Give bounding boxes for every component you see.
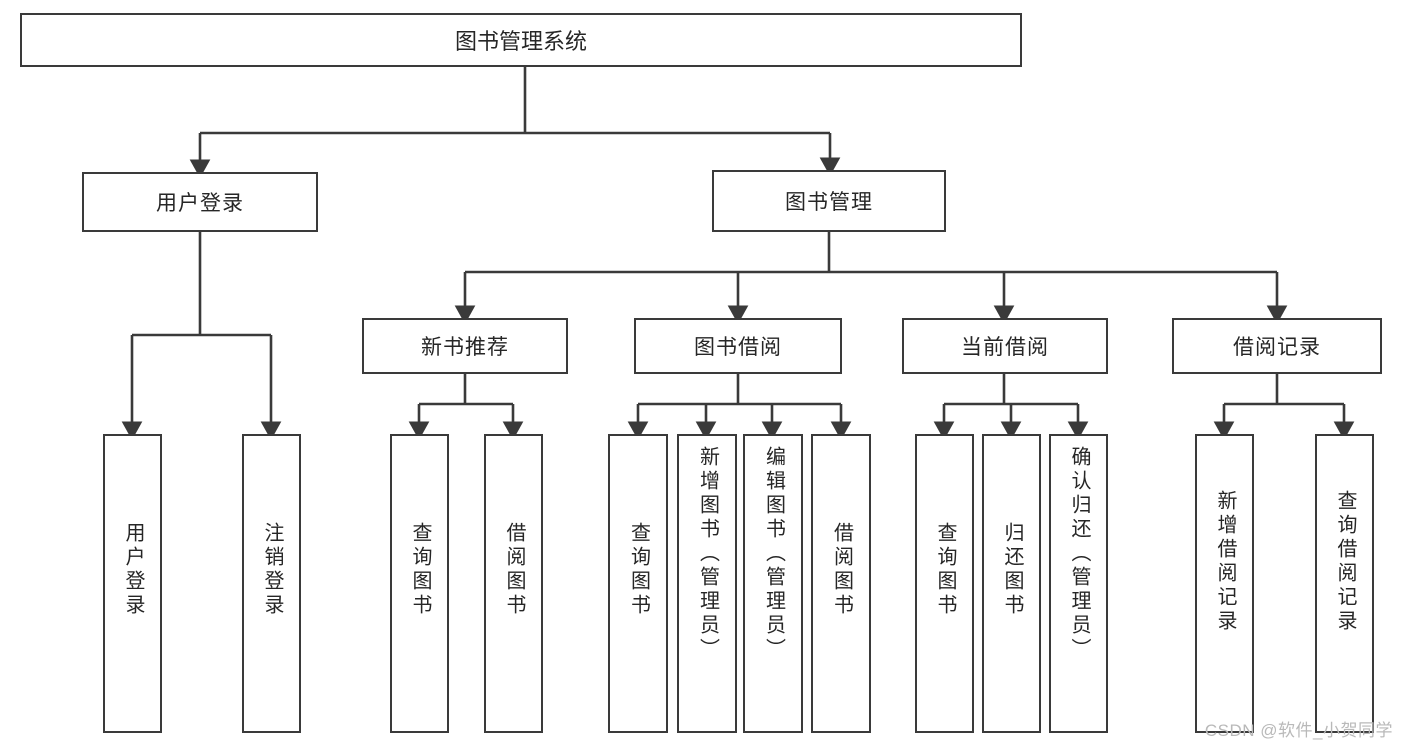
leaf-label: 归还图书 [1001, 522, 1023, 618]
leaf-current-borrow-confirm[interactable]: 确认归还（管理员） [1049, 434, 1108, 733]
leaf-label: 查询图书 [627, 522, 650, 618]
node-book-borrow[interactable]: 图书借阅 [634, 318, 842, 374]
node-book-borrow-label: 图书借阅 [694, 336, 782, 359]
leaf-label: 用户登录 [122, 522, 144, 618]
watermark-text: CSDN @软件_小贺同学 [1204, 721, 1393, 740]
leaf-new-book-borrow[interactable]: 借阅图书 [484, 434, 543, 733]
leaf-label: 编辑图书（管理员） [762, 446, 785, 662]
node-borrow-record[interactable]: 借阅记录 [1172, 318, 1382, 374]
node-new-book-recommend[interactable]: 新书推荐 [362, 318, 568, 374]
node-root-system[interactable]: 图书管理系统 [20, 13, 1022, 67]
node-user-login-label: 用户登录 [156, 192, 244, 215]
leaf-label: 借阅图书 [830, 522, 853, 618]
node-root-label: 图书管理系统 [454, 29, 587, 54]
leaf-label: 确认归还（管理员） [1068, 446, 1090, 662]
leaf-borrow-record-query[interactable]: 查询借阅记录 [1315, 434, 1374, 733]
leaf-borrow-record-add[interactable]: 新增借阅记录 [1195, 434, 1254, 733]
node-user-login[interactable]: 用户登录 [82, 172, 318, 232]
node-borrow-record-label: 借阅记录 [1233, 336, 1321, 359]
leaf-book-borrow-borrow[interactable]: 借阅图书 [811, 434, 871, 733]
leaf-label: 注销登录 [261, 522, 283, 618]
leaf-book-borrow-add[interactable]: 新增图书（管理员） [677, 434, 737, 733]
leaf-current-borrow-query[interactable]: 查询图书 [915, 434, 974, 733]
leaf-label: 借阅图书 [503, 522, 525, 618]
leaf-book-borrow-edit[interactable]: 编辑图书（管理员） [743, 434, 803, 733]
leaf-label: 新增图书（管理员） [696, 446, 719, 662]
node-book-management[interactable]: 图书管理 [712, 170, 946, 232]
leaf-user-login-login[interactable]: 用户登录 [103, 434, 162, 733]
node-book-management-label: 图书管理 [785, 191, 873, 214]
leaf-label: 新增借阅记录 [1214, 490, 1236, 634]
leaf-new-book-query[interactable]: 查询图书 [390, 434, 449, 733]
node-current-borrow[interactable]: 当前借阅 [902, 318, 1108, 374]
leaf-label: 查询图书 [409, 522, 431, 618]
node-current-borrow-label: 当前借阅 [961, 336, 1049, 359]
leaf-label: 查询借阅记录 [1334, 490, 1356, 634]
leaf-current-borrow-return[interactable]: 归还图书 [982, 434, 1041, 733]
leaf-book-borrow-query[interactable]: 查询图书 [608, 434, 668, 733]
leaf-user-login-logout[interactable]: 注销登录 [242, 434, 301, 733]
leaf-label: 查询图书 [934, 522, 956, 618]
node-new-book-recommend-label: 新书推荐 [421, 336, 509, 359]
